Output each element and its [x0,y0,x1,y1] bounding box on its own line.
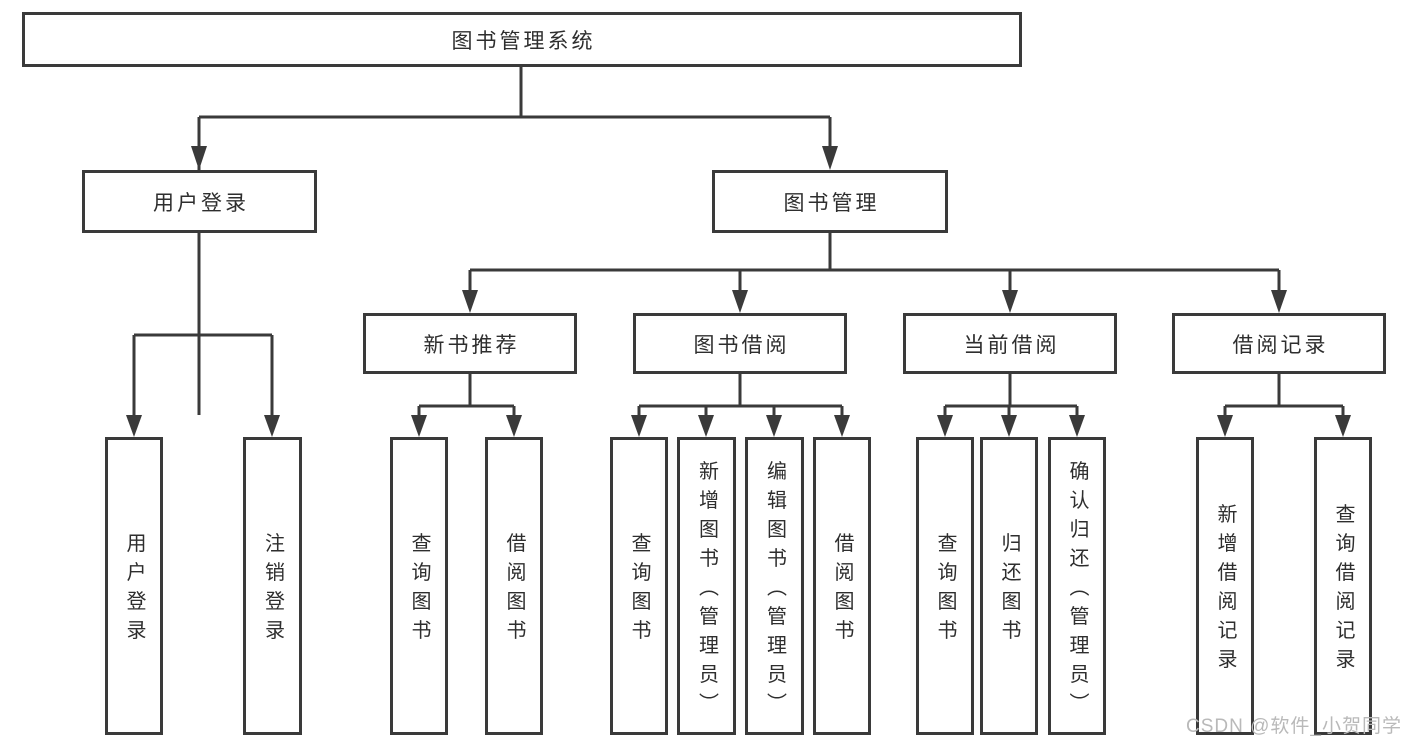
node-label: 当前借阅 [963,333,1060,357]
connector-borrow-records-to-leaves [1217,374,1351,437]
leaf-edit-book-admin: 编辑图书（管理员） [745,437,804,735]
leaf-borrow-books: 借阅图书 [813,437,871,735]
leaf-query-books-current: 查询图书 [916,437,974,735]
node-new-book-recommend: 新书推荐 [363,313,577,374]
node-label: 确认归还（管理员） [1066,460,1088,721]
connector-book-borrow-to-leaves [631,374,850,437]
csdn-watermark: CSDN @软件_小贺同学 [1186,716,1402,737]
node-book-borrowing: 图书借阅 [633,313,847,374]
node-borrowing-records: 借阅记录 [1172,313,1386,374]
node-label: 查询图书 [934,532,956,649]
connector-new-book-to-leaves [411,374,522,437]
node-label: 编辑图书（管理员） [763,460,786,721]
leaf-add-book-admin: 新增图书（管理员） [677,437,736,735]
node-label: 查询借阅记录 [1332,503,1354,678]
node-label: 归还图书 [998,532,1020,649]
node-label: 查询图书 [628,532,650,649]
leaf-query-books-recommend: 查询图书 [390,437,448,735]
connector-book-mgmt-to-level3 [462,233,1287,313]
leaf-query-borrow-record: 查询借阅记录 [1314,437,1372,735]
node-label: 新书推荐 [423,333,520,357]
leaf-query-books-borrow: 查询图书 [610,437,668,735]
node-label: 图书管理 [783,191,880,215]
node-label: 新增借阅记录 [1214,503,1236,678]
node-label: 新增图书（管理员） [695,460,718,721]
node-label: 图书管理系统 [451,29,596,53]
node-current-borrowing: 当前借阅 [903,313,1117,374]
leaf-logout: 注销登录 [243,437,302,735]
connector-current-borrow-to-leaves [937,374,1085,437]
node-label: 图书借阅 [693,333,790,357]
node-label: 借阅图书 [831,532,853,649]
leaf-confirm-return-admin: 确认归还（管理员） [1048,437,1106,735]
node-label: 用户登录 [123,532,145,649]
leaf-borrow-books-recommend: 借阅图书 [485,437,543,735]
leaf-add-borrow-record: 新增借阅记录 [1196,437,1254,735]
node-label: 用户登录 [153,191,249,215]
node-label: 注销登录 [261,532,284,649]
node-library-system: 图书管理系统 [22,12,1022,67]
node-user-login: 用户登录 [82,170,317,233]
node-book-management: 图书管理 [712,170,948,233]
node-label: 借阅图书 [503,532,525,649]
connector-user-login-to-leaves [126,233,280,437]
node-label: 查询图书 [408,532,430,649]
node-label: 借阅记录 [1232,333,1329,357]
leaf-user-login: 用户登录 [105,437,163,735]
leaf-return-books: 归还图书 [980,437,1038,735]
